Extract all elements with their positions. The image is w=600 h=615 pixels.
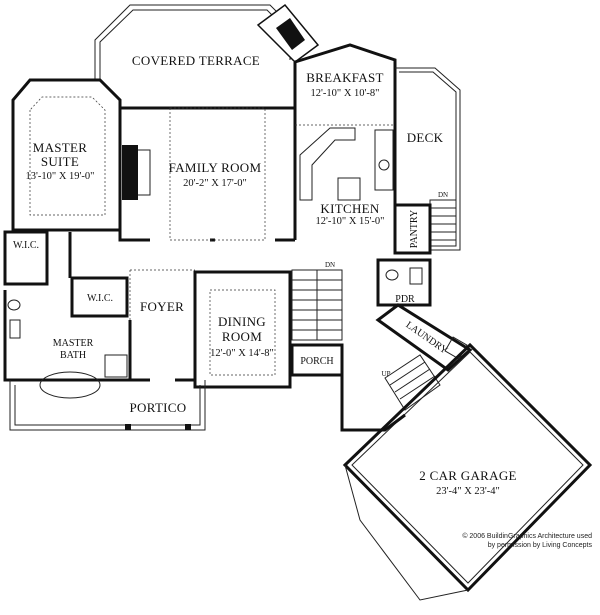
label-dining-room-2: ROOM bbox=[222, 329, 262, 344]
dim-breakfast: 12'-10" X 10'-8" bbox=[311, 88, 380, 99]
label-breakfast: BREAKFAST bbox=[306, 70, 384, 85]
pantry-walls bbox=[393, 203, 432, 255]
pdr-walls bbox=[376, 258, 432, 307]
copyright-line-1: © 2006 BuildinGraphics Architecture used bbox=[462, 532, 592, 540]
label-portico: PORTICO bbox=[130, 400, 187, 415]
label-foyer: FOYER bbox=[140, 299, 184, 314]
breakfast-kitchen-walls bbox=[293, 43, 397, 240]
label-master-bath-1: MASTER bbox=[53, 338, 94, 349]
dim-family-room: 20'-2" X 17'-0" bbox=[183, 178, 247, 189]
service-stairs bbox=[384, 354, 441, 411]
dim-dining-room: 12'-0" X 14'-8" bbox=[210, 348, 274, 359]
label-wic-2: W.I.C. bbox=[87, 293, 113, 304]
label-dining-room-1: DINING bbox=[218, 314, 266, 329]
copyright-line-2: by permission by Living Concepts bbox=[488, 542, 593, 549]
label-pantry: PANTRY bbox=[409, 210, 420, 249]
label-stairs-dn-deck: DN bbox=[438, 191, 448, 199]
garage-walls bbox=[342, 342, 593, 601]
master-suite-walls bbox=[11, 78, 122, 232]
label-garage: 2 CAR GARAGE bbox=[419, 468, 517, 483]
family-room-walls bbox=[118, 106, 295, 242]
label-covered-terrace: COVERED TERRACE bbox=[132, 53, 260, 68]
fireplace-chimney bbox=[256, 3, 320, 63]
porch-walls bbox=[290, 343, 344, 377]
dim-garage: 23'-4" X 23'-4" bbox=[436, 486, 500, 497]
garage-entry-walls bbox=[340, 375, 406, 432]
label-family-room: FAMILY ROOM bbox=[169, 160, 262, 175]
label-porch: PORCH bbox=[300, 356, 333, 367]
label-master-suite-2: SUITE bbox=[41, 154, 79, 169]
dim-master-suite: 13'-10" X 19'-0" bbox=[26, 171, 95, 182]
wic-walls bbox=[3, 230, 129, 318]
foyer-dining-walls bbox=[129, 269, 292, 389]
label-wic-1: W.I.C. bbox=[13, 240, 39, 251]
label-master-suite-1: MASTER bbox=[33, 140, 88, 155]
label-master-bath-2: BATH bbox=[60, 350, 86, 361]
label-stairs-dn-main: DN bbox=[325, 261, 335, 269]
label-pdr: PDR bbox=[395, 294, 415, 305]
portico-outline bbox=[9, 380, 206, 431]
label-deck: DECK bbox=[407, 130, 444, 145]
label-kitchen: KITCHEN bbox=[320, 201, 379, 216]
dim-kitchen: 12'-10" X 15'-0" bbox=[316, 216, 385, 227]
label-laundry: LAUNDRY bbox=[403, 320, 449, 357]
deck-outline bbox=[395, 67, 461, 251]
covered-terrace-outline bbox=[94, 4, 291, 80]
master-bath-walls bbox=[3, 290, 132, 399]
main-stairs bbox=[291, 269, 343, 341]
label-stairs-up: UP bbox=[382, 370, 391, 378]
